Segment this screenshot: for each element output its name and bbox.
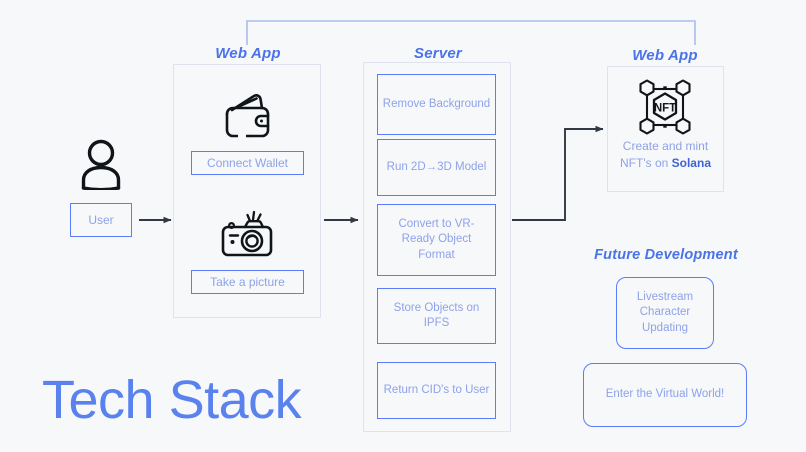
nft-caption-line-2: NFT's on Solana — [611, 155, 720, 172]
server-step-convert-vr-ready[interactable]: Convert to VR-Ready Object Format — [377, 204, 496, 276]
step-label: Run 2D→3D Model — [386, 160, 487, 173]
nft-caption-prefix: NFT's on — [620, 156, 672, 171]
nft-back-to-webapp-bracket — [246, 20, 696, 45]
user-label: User — [88, 213, 114, 227]
server-step-store-objects-ipfs[interactable]: Store Objects on IPFS — [377, 288, 496, 344]
user-label-box[interactable]: User — [70, 203, 132, 237]
step-label: Return CID's to User — [383, 383, 490, 396]
server-step-remove-background[interactable]: Remove Background — [377, 74, 496, 135]
step-label: Store Objects on IPFS — [393, 301, 480, 329]
server-to-nft-elbow-arrow — [512, 125, 604, 221]
camera-icon — [216, 208, 278, 264]
nft-caption-line-1: Create and mint — [622, 139, 709, 153]
wallet-icon — [218, 86, 276, 144]
section-header-web-app-left: Web App — [215, 45, 281, 62]
server-step-run-2d-3d-model[interactable]: Run 2D→3D Model — [377, 139, 496, 196]
page-title: Tech Stack — [42, 370, 302, 430]
svg-text:NFT: NFT — [654, 103, 676, 115]
connect-wallet-button[interactable]: Connect Wallet — [191, 151, 304, 175]
future-item-enter-virtual-world[interactable]: Enter the Virtual World! — [583, 363, 747, 427]
person-icon — [78, 138, 124, 190]
server-step-return-cids[interactable]: Return CID's to User — [377, 362, 496, 419]
take-a-picture-label: Take a picture — [210, 275, 285, 289]
nft-caption: Create and mint NFT's on Solana — [611, 138, 720, 173]
connect-wallet-label: Connect Wallet — [207, 156, 288, 170]
nft-network-icon: NFT — [634, 76, 696, 138]
future-item-label: Livestream Character Updating — [636, 291, 694, 334]
nft-caption-strong: Solana — [671, 156, 711, 171]
step-label: Remove Background — [382, 97, 491, 110]
future-item-livestream-character-updating[interactable]: Livestream Character Updating — [616, 277, 714, 349]
section-header-future-development: Future Development — [594, 247, 738, 263]
future-item-label: Enter the Virtual World! — [605, 388, 725, 401]
step-label: Convert to VR-Ready Object Format — [398, 218, 475, 261]
section-header-server: Server — [414, 45, 462, 62]
take-a-picture-button[interactable]: Take a picture — [191, 270, 304, 294]
section-header-web-app-right: Web App — [632, 47, 698, 64]
